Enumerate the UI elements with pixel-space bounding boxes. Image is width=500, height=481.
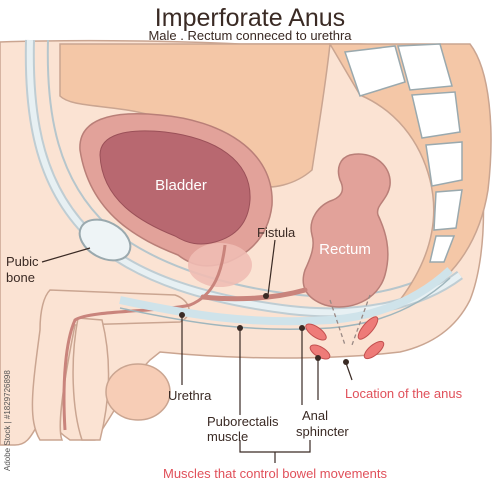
urethra-duct (62, 244, 227, 431)
vertebrae (343, 43, 463, 263)
anal-dot-2 (315, 355, 321, 361)
fistula-dot (263, 293, 269, 299)
anal-dot-1 (299, 325, 305, 331)
anus-location-label: Location of the anus (345, 386, 463, 401)
stock-id-svg: Adobe Stock | #1829726898 (3, 370, 12, 471)
pelvic-floor (119, 267, 453, 326)
fistula-leader (267, 239, 276, 296)
glans (72, 317, 110, 441)
pubic-bone (78, 218, 132, 262)
pelvic-floor-edge (119, 277, 451, 331)
leader-lines (41, 239, 353, 463)
diagram-subtitle: Male . Rectum conneced to urethra (148, 28, 352, 43)
anal-sphincter-label-1: Anal (302, 408, 328, 423)
puborectalis-label-2: muscle (207, 429, 248, 444)
muscles-caption: Muscles that control bowel movements (163, 466, 387, 481)
stock-id-strip: Adobe Stock | #1829726898 (2, 338, 12, 473)
pubic-bone-label-2: bone (6, 270, 35, 285)
anal-sphincter-muscles (305, 316, 385, 360)
rectum-label: Rectum (319, 241, 371, 258)
leader-dots (179, 293, 349, 365)
puborectalis-label-1: Puborectalis (207, 414, 279, 429)
fistula-label: Fistula (257, 225, 296, 240)
bladder-label: Bladder (155, 177, 207, 194)
anus-dot (343, 359, 349, 365)
fistula (200, 287, 308, 302)
rectum (302, 153, 391, 308)
muscles-bracket (239, 440, 311, 463)
puborectalis-dot (237, 325, 243, 331)
anus-leader (345, 362, 353, 381)
diagram-title: Imperforate Anus (155, 4, 345, 32)
bladder-lumen (99, 130, 251, 245)
stock-id-text: Adobe Stock | #1829726898 (3, 370, 12, 471)
urethra-label: Urethra (168, 388, 212, 403)
pubic-bone-leader (41, 247, 91, 263)
anal-sphincter-label-2: sphincter (296, 424, 349, 439)
absent-anal-canal (329, 294, 371, 346)
testis (105, 363, 171, 421)
urethra-dot (179, 312, 185, 318)
pubic-bone-label-1: Pubic (6, 254, 39, 269)
